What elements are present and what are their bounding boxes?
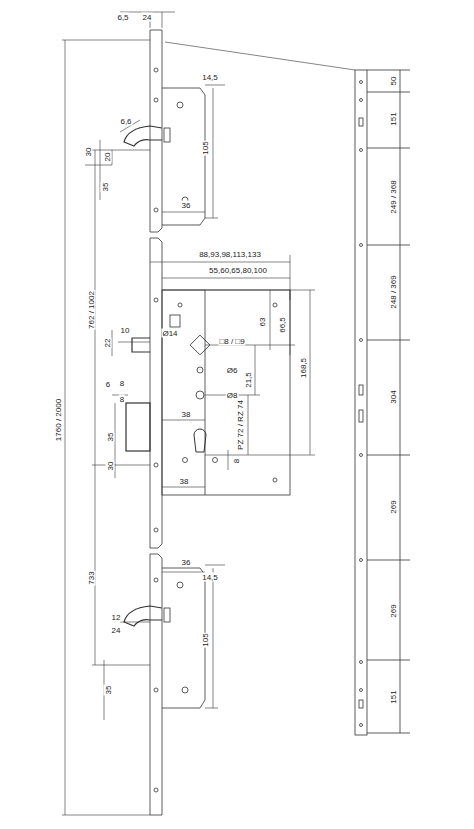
- dimension-label: PZ 72 / RZ 74: [236, 399, 245, 451]
- dimension-label: 35: [104, 685, 113, 696]
- dimension-label: 24: [142, 13, 153, 22]
- dimension-label: 63: [258, 317, 267, 328]
- dimension-label: 1760 / 2000: [54, 398, 63, 442]
- dimension-label: Ø14: [161, 329, 178, 338]
- dimension-label: 6: [105, 380, 111, 389]
- dimension-label: 8: [119, 379, 125, 388]
- dimension-label: 21,5: [244, 371, 253, 389]
- dimension-label: 151: [389, 111, 398, 126]
- dimension-label: 12: [111, 613, 122, 622]
- dimension-label: 55,60,65,80,100: [208, 266, 268, 275]
- dimension-label: 20: [103, 152, 112, 163]
- dimension-label: 10: [120, 326, 131, 335]
- dimension-label: 168,5: [299, 357, 308, 379]
- dimension-label: □8 / □9: [218, 337, 245, 346]
- dimension-label: 30: [106, 461, 115, 472]
- dimension-label: 269: [389, 499, 398, 514]
- dimension-label: Ø6: [226, 366, 239, 375]
- dimension-label: 6,6: [119, 117, 132, 126]
- dimension-label: 762 / 1002: [87, 290, 96, 330]
- dimension-label: 38: [179, 477, 190, 486]
- dimension-label: 36: [181, 201, 192, 210]
- dimension-label: 35: [106, 432, 115, 443]
- dimension-lines: [62, 12, 315, 815]
- dimension-label: 248 / 369: [389, 274, 398, 309]
- dimension-label: 8: [232, 458, 241, 464]
- dimension-label: 269: [389, 603, 398, 618]
- dimension-label: 14,5: [201, 73, 219, 82]
- strike-strip: [165, 42, 410, 735]
- top-hook-housing: [124, 88, 205, 225]
- dimension-label: 24: [111, 626, 122, 635]
- dimension-label: 50: [389, 76, 398, 87]
- dimension-label: 8: [119, 395, 125, 404]
- dimension-label: 151: [389, 689, 398, 704]
- faceplate: [150, 30, 162, 815]
- dimension-label: 105: [201, 632, 210, 647]
- dimension-label: 6,5: [116, 13, 129, 22]
- dimension-label: 304: [389, 389, 398, 404]
- dimension-label: 22: [103, 338, 112, 349]
- dimension-label: 66,5: [278, 316, 287, 334]
- bottom-hook-housing: [124, 568, 205, 708]
- dimension-label: 36: [181, 558, 192, 567]
- dimension-label: 38: [181, 410, 192, 419]
- main-lock-case: [126, 290, 290, 495]
- dimension-label: 249 / 368: [389, 179, 398, 214]
- dimension-label: 105: [201, 140, 210, 155]
- dimension-label: 35: [101, 182, 110, 193]
- dimension-label: 733: [87, 570, 96, 585]
- dimension-label: 30: [84, 147, 93, 158]
- dimension-label: 88,93,98,113,133: [198, 250, 262, 259]
- dimension-label: 14,5: [201, 573, 219, 582]
